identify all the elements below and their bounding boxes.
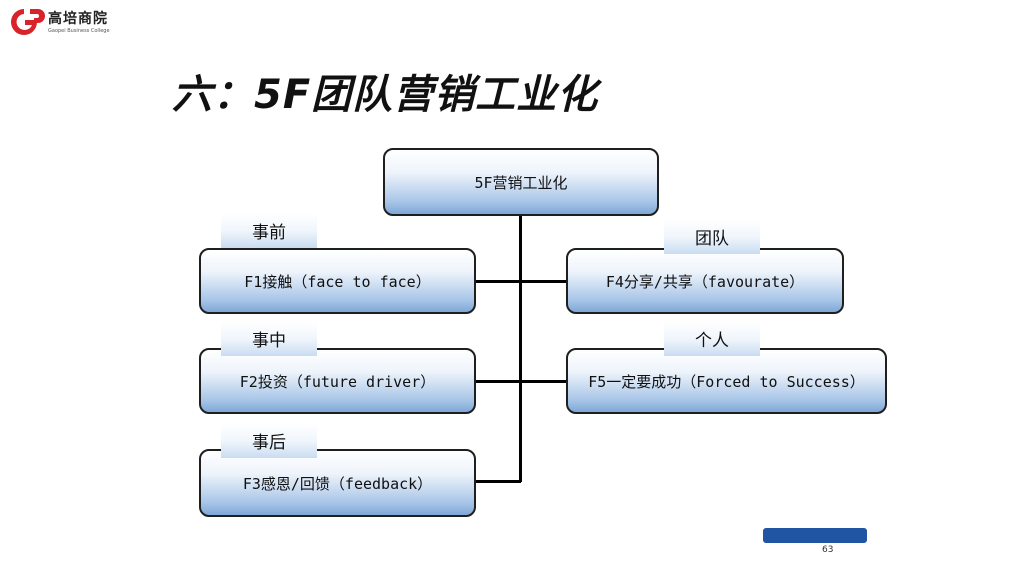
tag-team: 团队: [664, 219, 760, 254]
connector-vertical-trunk: [519, 214, 522, 482]
node-f2-investment: F2投资（future driver）: [199, 348, 476, 414]
page-title: 六：5F团队营销工业化: [172, 72, 599, 118]
tag-after: 事后: [221, 423, 317, 458]
connector-f3: [475, 480, 521, 483]
logo-subtext: Gaopei Business College: [48, 28, 110, 34]
connector-f5: [519, 380, 567, 383]
node-f3-feedback: F3感恩/回馈（feedback）: [199, 449, 476, 517]
footer-bar: [763, 528, 867, 543]
logo-text: 高培商院: [48, 11, 108, 27]
node-f1-contact: F1接触（face to face）: [199, 248, 476, 314]
logo: 高培商院 Gaopei Business College: [8, 6, 128, 40]
connector-f2: [475, 380, 521, 383]
connector-f1: [475, 280, 521, 283]
tag-during: 事中: [221, 321, 317, 356]
root-node: 5F营销工业化: [383, 148, 659, 216]
node-f4-sharing: F4分享/共享（favourate）: [566, 248, 844, 314]
node-f5-success: F5一定要成功（Forced to Success）: [566, 348, 887, 414]
connector-f4: [519, 280, 567, 283]
page-number: 63: [822, 545, 834, 555]
tag-individual: 个人: [664, 321, 760, 356]
tag-before: 事前: [221, 213, 317, 248]
logo-mark-icon: [11, 9, 45, 35]
